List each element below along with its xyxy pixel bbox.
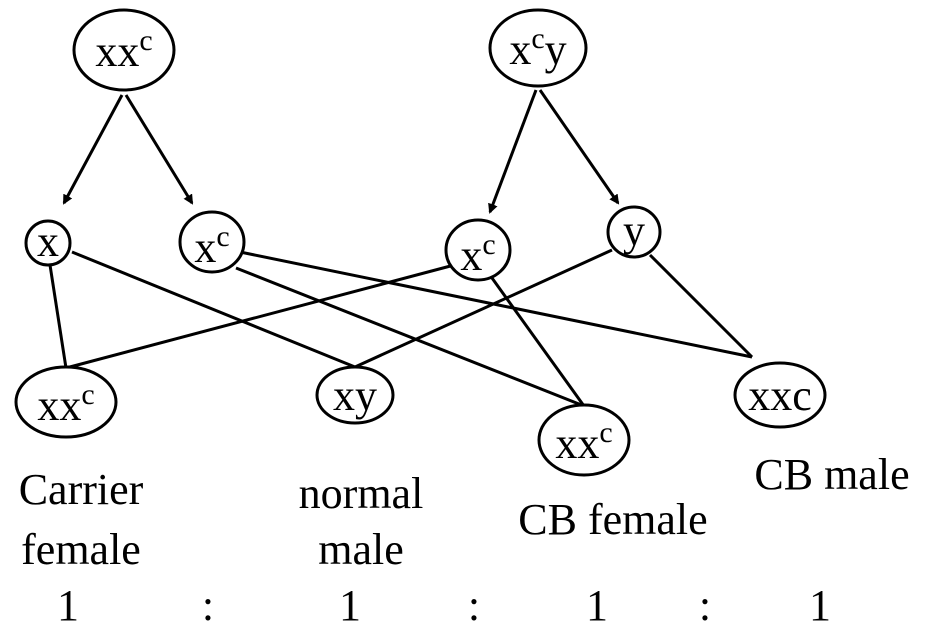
ratio-1: 1	[57, 581, 79, 630]
ratio-4: 1	[809, 581, 831, 630]
node-gamete-xc-mother	[178, 210, 246, 274]
node-offspring-3	[537, 403, 631, 477]
label-normal-male: normal male	[286, 466, 436, 578]
line-xc2-o3	[490, 277, 586, 407]
line-xc1-o3	[235, 266, 585, 408]
node-gamete-y	[606, 205, 662, 259]
father-genotype: xcy	[509, 22, 566, 74]
ratio-sep-1: :	[201, 581, 215, 630]
node-offspring-1	[14, 365, 118, 439]
node-mother	[72, 8, 176, 92]
offspring-1-label: xxc	[37, 378, 94, 430]
line-o1-xc2	[65, 262, 459, 370]
node-gamete-x	[24, 219, 72, 267]
label-male: male	[318, 525, 404, 574]
line-x-o2	[71, 250, 356, 369]
node-gamete-xc-father	[444, 218, 512, 282]
node-offspring-2	[315, 365, 395, 425]
arrow-mother-x	[62, 94, 124, 205]
line-o2-y	[354, 248, 613, 369]
arrow-father-y	[538, 89, 620, 205]
label-normal: normal	[298, 469, 424, 518]
mother-genotype: xxc	[95, 24, 152, 76]
ratio-2: 1	[339, 581, 361, 630]
offspring-2-label: xy	[333, 371, 377, 420]
label-female: female	[21, 525, 141, 574]
arrow-father-xc	[488, 89, 538, 214]
ratio-3: 1	[586, 581, 608, 630]
gamete-xc-mother-label: xc	[194, 220, 229, 272]
label-cb-male: CB male	[754, 450, 910, 499]
ratio-sep-2: :	[467, 581, 481, 630]
gamete-xc-father-label: xc	[460, 228, 495, 280]
gamete-y-label: y	[623, 206, 645, 255]
line-xc1-o4	[239, 250, 753, 359]
label-carrier: Carrier	[18, 465, 144, 514]
arrow-mother-xc	[124, 94, 194, 205]
ratio-sep-3: :	[698, 581, 712, 630]
gamete-x-label: x	[37, 217, 59, 266]
line-x-o1	[48, 264, 68, 369]
offspring-3-label: xxc	[555, 416, 612, 468]
label-carrier-female: Carrier female	[8, 462, 154, 578]
node-father	[488, 8, 588, 88]
line-y-o4	[648, 253, 754, 359]
node-offspring-4	[733, 361, 827, 429]
label-cb-female: CB female	[518, 495, 708, 544]
offspring-4-label: xxc	[748, 371, 812, 420]
